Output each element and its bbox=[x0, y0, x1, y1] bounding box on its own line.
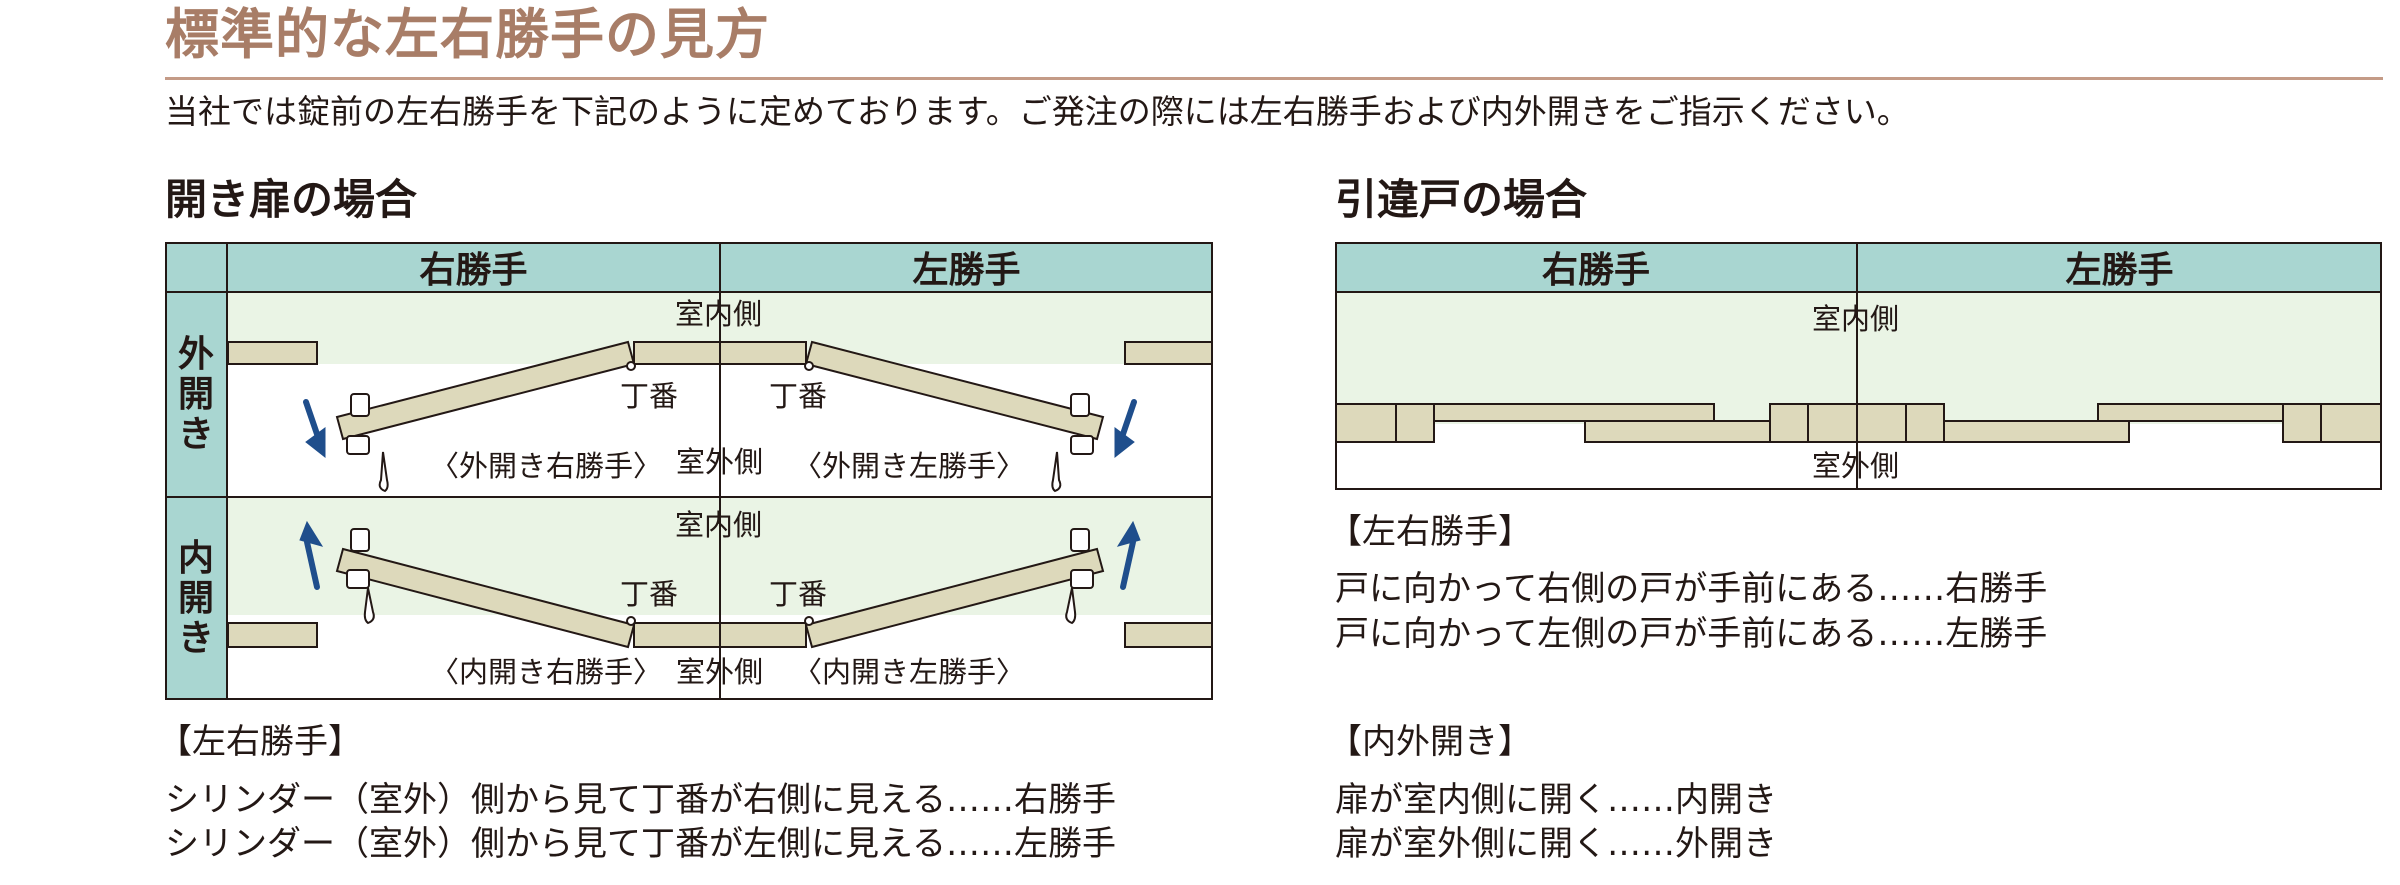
swing-door-drawing bbox=[165, 242, 1213, 700]
page-title: 標準的な左右勝手の見方 bbox=[165, 3, 770, 66]
swing-note-title: 【左右勝手】 bbox=[158, 722, 362, 762]
hinge-label: 丁番 bbox=[769, 379, 828, 413]
wall-segment bbox=[227, 341, 318, 365]
row-outward-char: き bbox=[177, 413, 214, 455]
hinge-point bbox=[626, 361, 636, 371]
sliding-frame bbox=[1335, 242, 2382, 490]
wall-segment bbox=[1807, 403, 1858, 443]
key-icon bbox=[363, 587, 375, 625]
arrow-outward-icon bbox=[1119, 399, 1137, 440]
col-header-right-hand: 右勝手 bbox=[1335, 242, 1857, 292]
swing-note-line: シリンダー（室外）側から見て丁番が右側に見える……右勝手 bbox=[165, 780, 1116, 820]
door-stile bbox=[1395, 403, 1435, 443]
hinge-point bbox=[804, 616, 814, 626]
indoor-label: 室内側 bbox=[675, 508, 763, 542]
sliding-door-title: 引違戸の場合 bbox=[1335, 175, 1588, 224]
wall-segment bbox=[2320, 403, 2382, 443]
wall-segment bbox=[1856, 403, 1907, 443]
key-icon bbox=[1051, 451, 1062, 493]
inward-right-label: 〈内開き右勝手〉 bbox=[430, 655, 663, 689]
sliding-note-line: 戸に向かって左側の戸が手前にある……左勝手 bbox=[1335, 614, 2048, 654]
row-inward-char: き bbox=[177, 617, 214, 659]
arrow-inward-icon bbox=[304, 539, 320, 590]
sliding-door-drawing bbox=[1335, 242, 2382, 490]
door-leaf-inward-left bbox=[804, 547, 1105, 649]
col-header-left-hand: 左勝手 bbox=[720, 242, 1213, 292]
door-leaf-inward-right bbox=[335, 547, 636, 649]
lock-body bbox=[1070, 569, 1094, 589]
door-leaf-outward-left bbox=[804, 340, 1105, 441]
indoor-label: 室内側 bbox=[675, 297, 763, 331]
sliding-door-front bbox=[2097, 403, 2284, 422]
outward-left-label: 〈外開き左勝手〉 bbox=[793, 449, 1026, 483]
row-inward-char: 内 bbox=[177, 537, 214, 579]
sliding-note-title: 【左右勝手】 bbox=[1328, 512, 1532, 552]
wall-segment bbox=[227, 622, 318, 648]
sliding-door-back bbox=[1584, 420, 1771, 443]
lock-body bbox=[346, 569, 370, 589]
corner-cell bbox=[165, 242, 227, 292]
lock-body bbox=[350, 393, 370, 417]
sliding-door-diagram: 右勝手 左勝手 室内側 室外側 bbox=[1335, 242, 2382, 490]
outdoor-label: 室外側 bbox=[676, 445, 764, 479]
lock-body bbox=[1070, 528, 1090, 552]
open-direction-line: 扉が室内側に開く……内開き bbox=[1335, 780, 1777, 820]
arrowhead bbox=[1116, 520, 1141, 547]
col-header-left-hand: 左勝手 bbox=[1857, 242, 2382, 292]
hinge-label: 丁番 bbox=[769, 577, 828, 611]
outdoor-label: 室外側 bbox=[676, 655, 764, 689]
row-inward-char: 開 bbox=[177, 577, 214, 619]
arrow-inward-icon bbox=[1120, 539, 1136, 590]
sliding-note-line: 戸に向かって右側の戸が手前にある……右勝手 bbox=[1335, 569, 2048, 609]
arrowhead bbox=[1114, 427, 1135, 459]
swing-door-diagram: 右勝手 左勝手 外 開 き 内 開 き bbox=[165, 242, 1213, 700]
hinge-point bbox=[804, 361, 814, 371]
lock-body bbox=[1070, 435, 1094, 455]
indoor-label: 室内側 bbox=[1812, 302, 1900, 336]
swing-frame bbox=[165, 242, 1213, 700]
wall-segment bbox=[1124, 341, 1213, 365]
arrowhead bbox=[299, 520, 324, 547]
lock-body bbox=[346, 435, 370, 455]
outward-right-label: 〈外開き右勝手〉 bbox=[430, 449, 663, 483]
row-outward-char: 外 bbox=[177, 333, 214, 375]
door-leaf-outward-right bbox=[335, 340, 636, 441]
door-stile bbox=[1905, 403, 1945, 443]
open-direction-line: 扉が室外側に開く……外開き bbox=[1335, 824, 1777, 864]
swing-door-title: 開き扉の場合 bbox=[165, 175, 418, 224]
title-divider bbox=[165, 77, 2383, 80]
lock-body bbox=[1070, 393, 1090, 417]
hinge-point bbox=[626, 616, 636, 626]
key-icon bbox=[378, 451, 389, 493]
arrowhead bbox=[305, 427, 326, 459]
key-icon bbox=[1065, 587, 1077, 625]
sliding-door-front bbox=[1433, 403, 1715, 422]
wall-segment bbox=[1335, 403, 1397, 443]
open-direction-title: 【内外開き】 bbox=[1328, 722, 1532, 762]
swing-note-line: シリンダー（室外）側から見て丁番が左側に見える……左勝手 bbox=[165, 824, 1116, 864]
hinge-label: 丁番 bbox=[620, 379, 679, 413]
row-header-outward: 外 開 き bbox=[165, 292, 227, 497]
door-stile bbox=[2282, 403, 2322, 443]
col-header-right-hand: 右勝手 bbox=[227, 242, 720, 292]
sliding-door-back bbox=[1943, 420, 2130, 443]
arrow-outward-icon bbox=[303, 399, 321, 440]
hinge-label: 丁番 bbox=[620, 577, 679, 611]
inward-left-label: 〈内開き左勝手〉 bbox=[793, 655, 1026, 689]
wall-segment bbox=[1124, 622, 1213, 648]
sliding-indoor-zone bbox=[1335, 292, 2382, 424]
intro-text: 当社では錠前の左右勝手を下記のように定めております。ご発注の際には左右勝手および… bbox=[165, 92, 1910, 131]
door-stile bbox=[1769, 403, 1809, 443]
outdoor-label: 室外側 bbox=[1812, 449, 1900, 483]
row-outward-char: 開 bbox=[177, 373, 214, 415]
lock-body bbox=[350, 528, 370, 552]
row-header-inward: 内 開 き bbox=[165, 497, 227, 700]
